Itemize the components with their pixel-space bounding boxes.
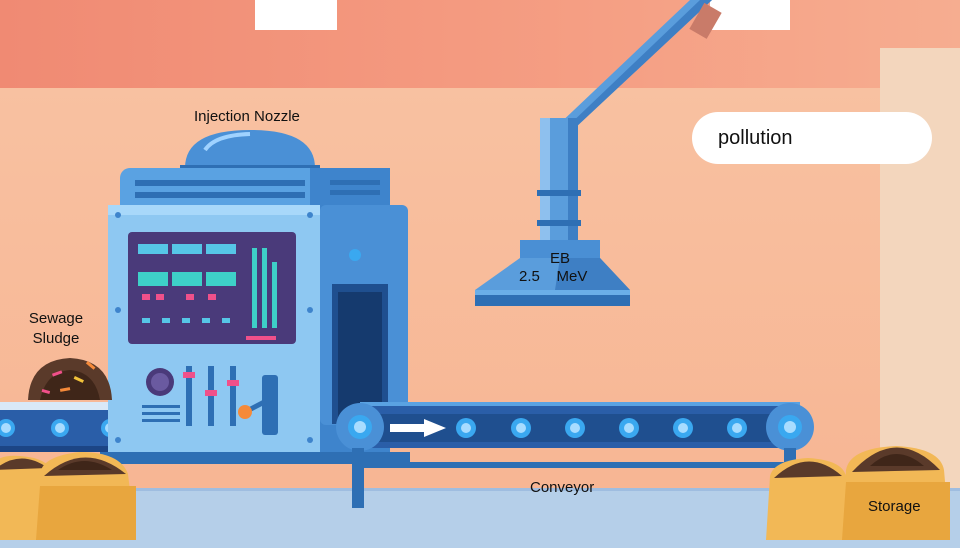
pollution-label: pollution [718,127,793,149]
injection-nozzle-label: Injection Nozzle [194,108,300,125]
eb-hood [475,240,630,306]
storage-label: Storage [868,498,921,515]
ceiling-light-left [255,0,337,30]
storage-sacks-right [766,446,950,540]
eb-label: EB [549,250,570,267]
conveyor-label: Conveyor [530,479,595,496]
sludge-sacks-left [0,452,136,540]
eb-duct [537,0,722,248]
sludge-heap [28,358,112,400]
eb-energy-label: 2.5 MeV [519,268,588,285]
injection-machine [100,130,410,464]
direction-arrow-icon [390,419,446,437]
ceiling-light-right [710,0,790,30]
ceiling [0,0,960,88]
pollution-badge [692,112,932,164]
floor-edge [0,488,960,491]
sewage-sludge-label: Sewage Sludge [28,310,84,347]
